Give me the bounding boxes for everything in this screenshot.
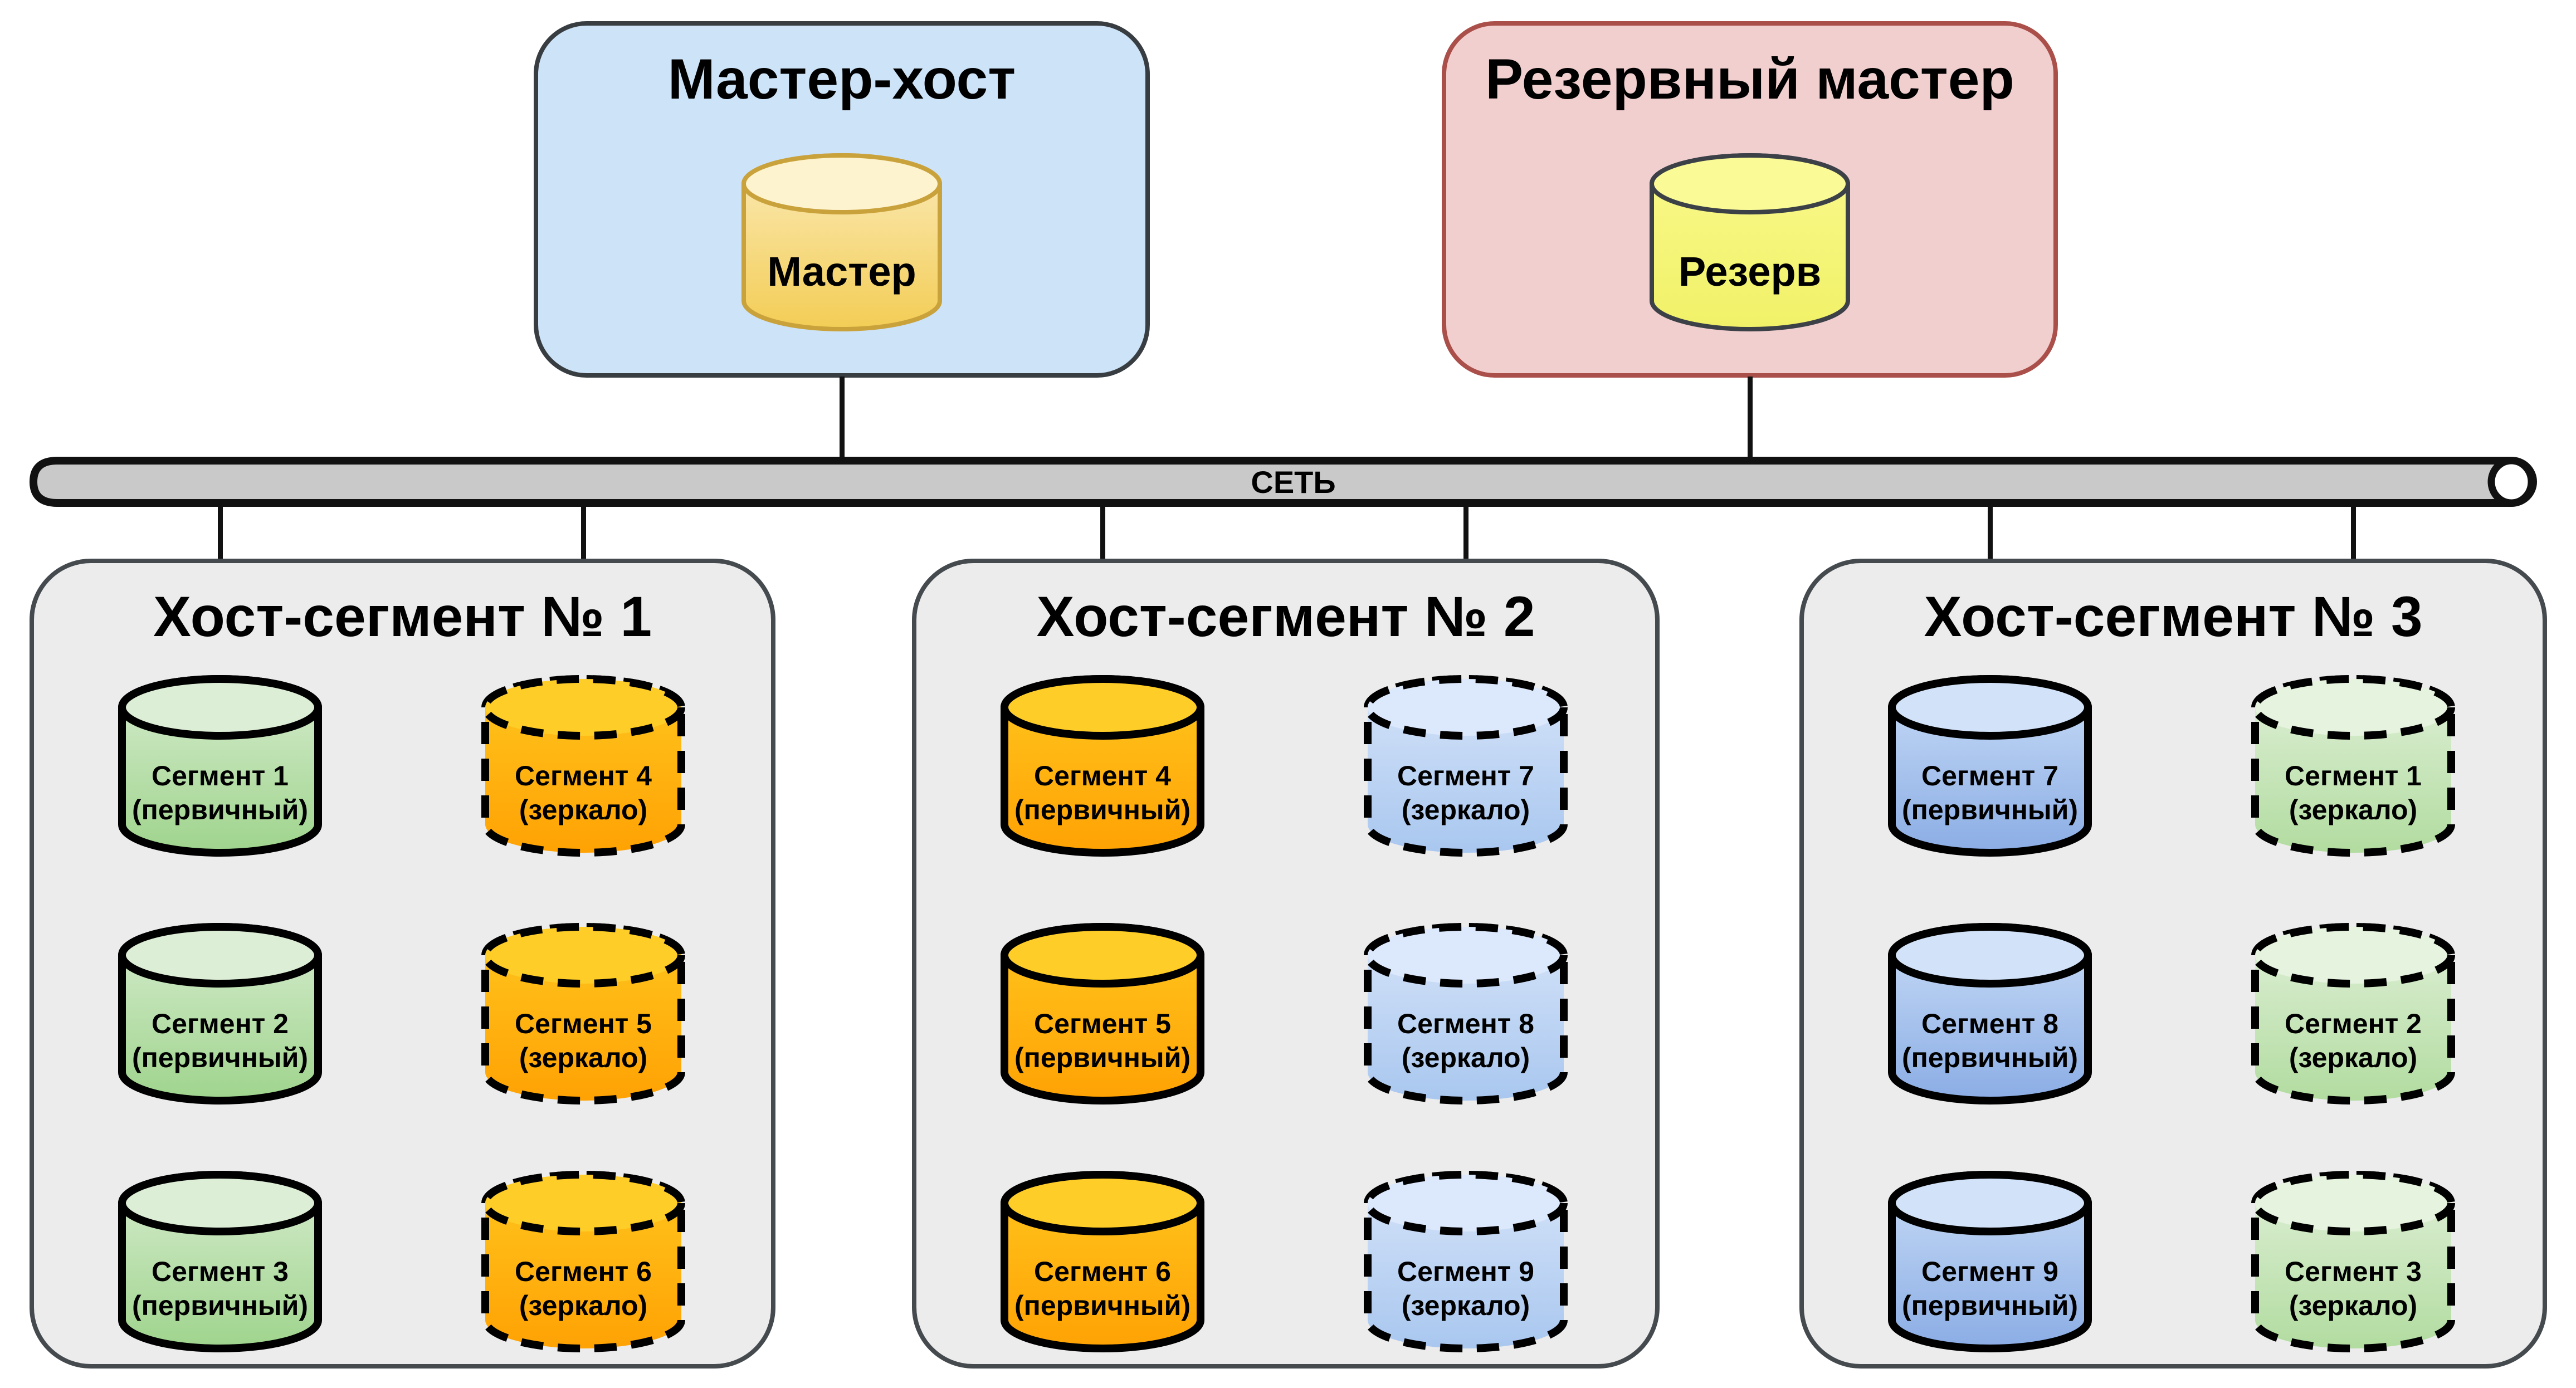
database-cylinder-icon [481,923,685,1104]
network-label: СЕТЬ [1251,464,1336,500]
database-cylinder-icon [2251,1171,2455,1352]
seg1-primary-2-cylinder: Сегмент 2(первичный) [117,922,323,1106]
cylinder-name: Сегмент 5 [1034,1008,1171,1039]
cylinder-name: Сегмент 4 [515,760,652,791]
database-cylinder-icon [1364,1171,1568,1352]
cylinder-name: Сегмент 6 [515,1256,652,1287]
cylinder-name: Сегмент 3 [152,1256,289,1287]
database-cylinder-icon [1888,1171,2092,1352]
cylinder-name: Сегмент 8 [1397,1008,1534,1039]
segment-host-2-title: Хост-сегмент № 2 [1036,585,1535,648]
connector-network-to-seg1-a [218,504,223,561]
seg3-mirror-1-cylinder: Сегмент 1(зеркало) [2250,674,2456,858]
seg2-mirror-8-cylinder: Сегмент 8(зеркало) [1363,922,1569,1106]
master-host-title: Мастер-хост [667,47,1016,111]
network-bus [30,457,2537,507]
standby-db-label: Резерв [1678,248,1822,295]
cylinder-role: (первичный) [1902,1290,2078,1321]
cylinder-name: Сегмент 2 [152,1008,289,1039]
seg3-mirror-3-cylinder: Сегмент 3(зеркало) [2250,1170,2456,1353]
cylinder-name: Сегмент 8 [1921,1008,2058,1039]
cylinder-name: Сегмент 3 [2285,1256,2422,1287]
seg1-mirror-4-cylinder: Сегмент 4(зеркало) [480,674,686,858]
connector-master-to-network [840,377,845,459]
master-db-label: Мастер [767,248,916,295]
cylinder-role: (зеркало) [519,794,648,825]
cylinder-role: (зеркало) [519,1290,648,1321]
cylinder-role: (первичный) [132,1042,308,1073]
seg1-mirror-6-cylinder: Сегмент 6(зеркало) [480,1170,686,1353]
segment-host-1-title: Хост-сегмент № 1 [153,585,652,648]
cylinder-role: (первичный) [132,794,308,825]
seg2-mirror-9-cylinder: Сегмент 9(зеркало) [1363,1170,1569,1353]
database-cylinder-icon [2251,923,2455,1104]
cylinder-role: (первичный) [1014,1042,1191,1073]
cylinder-role: (первичный) [1902,794,2078,825]
database-cylinder-icon [2251,675,2455,857]
cylinder-name: Сегмент 9 [1921,1256,2058,1287]
cylinder-role: (первичный) [132,1290,308,1321]
seg2-primary-4-cylinder: Сегмент 4(первичный) [999,674,1206,858]
connector-network-to-seg3-a [1988,504,1993,561]
cylinder-role: (зеркало) [1401,1042,1530,1073]
seg3-primary-7-cylinder: Сегмент 7(первичный) [1887,674,2093,858]
database-cylinder-icon [741,153,942,331]
cylinder-name: Сегмент 4 [1034,760,1171,791]
database-cylinder-icon [481,1171,685,1352]
database-cylinder-icon [1888,675,2092,857]
database-cylinder-icon [118,675,322,857]
master-db-cylinder: Мастер [739,150,945,334]
connector-network-to-seg1-b [581,504,586,561]
cylinder-role: (зеркало) [2289,1042,2418,1073]
cylinder-role: (зеркало) [2289,794,2418,825]
cylinder-role: (зеркало) [1401,794,1530,825]
seg3-primary-8-cylinder: Сегмент 8(первичный) [1887,922,2093,1106]
connector-network-to-seg3-b [2351,504,2356,561]
cylinder-name: Сегмент 5 [515,1008,652,1039]
cylinder-name: Сегмент 9 [1397,1256,1534,1287]
connector-standby-to-network [1748,377,1753,459]
standby-master-title: Резервный мастер [1485,47,2014,111]
cylinder-role: (зеркало) [519,1042,648,1073]
standby-db-cylinder: Резерв [1647,150,1853,334]
bus-end-cap [2487,457,2535,507]
database-cylinder-icon [118,1171,322,1352]
database-cylinder-icon [118,923,322,1104]
database-cylinder-icon [1364,923,1568,1104]
seg2-primary-6-cylinder: Сегмент 6(первичный) [999,1170,1206,1353]
seg2-mirror-7-cylinder: Сегмент 7(зеркало) [1363,674,1569,858]
cylinder-name: Сегмент 7 [1921,760,2058,791]
cylinder-role: (первичный) [1014,1290,1191,1321]
cylinder-name: Сегмент 1 [152,760,289,791]
segment-host-3-title: Хост-сегмент № 3 [1924,585,2423,648]
database-cylinder-icon [1001,923,1204,1104]
cylinder-role: (зеркало) [2289,1290,2418,1321]
database-cylinder-icon [1001,1171,1204,1352]
seg1-mirror-5-cylinder: Сегмент 5(зеркало) [480,922,686,1106]
database-cylinder-icon [1650,153,1850,331]
seg1-primary-3-cylinder: Сегмент 3(первичный) [117,1170,323,1353]
cylinder-name: Сегмент 1 [2285,760,2422,791]
database-cylinder-icon [1001,675,1204,857]
cylinder-name: Сегмент 7 [1397,760,1534,791]
database-cylinder-icon [1364,675,1568,857]
seg3-primary-9-cylinder: Сегмент 9(первичный) [1887,1170,2093,1353]
seg2-primary-5-cylinder: Сегмент 5(первичный) [999,922,1206,1106]
cylinder-role: (зеркало) [1401,1290,1530,1321]
cylinder-name: Сегмент 2 [2285,1008,2422,1039]
connector-network-to-seg2-b [1463,504,1468,561]
cylinder-name: Сегмент 6 [1034,1256,1171,1287]
cylinder-role: (первичный) [1902,1042,2078,1073]
cylinder-role: (первичный) [1014,794,1191,825]
database-cylinder-icon [481,675,685,857]
seg3-mirror-2-cylinder: Сегмент 2(зеркало) [2250,922,2456,1106]
connector-network-to-seg2-a [1100,504,1105,561]
seg1-primary-1-cylinder: Сегмент 1(первичный) [117,674,323,858]
database-cylinder-icon [1888,923,2092,1104]
